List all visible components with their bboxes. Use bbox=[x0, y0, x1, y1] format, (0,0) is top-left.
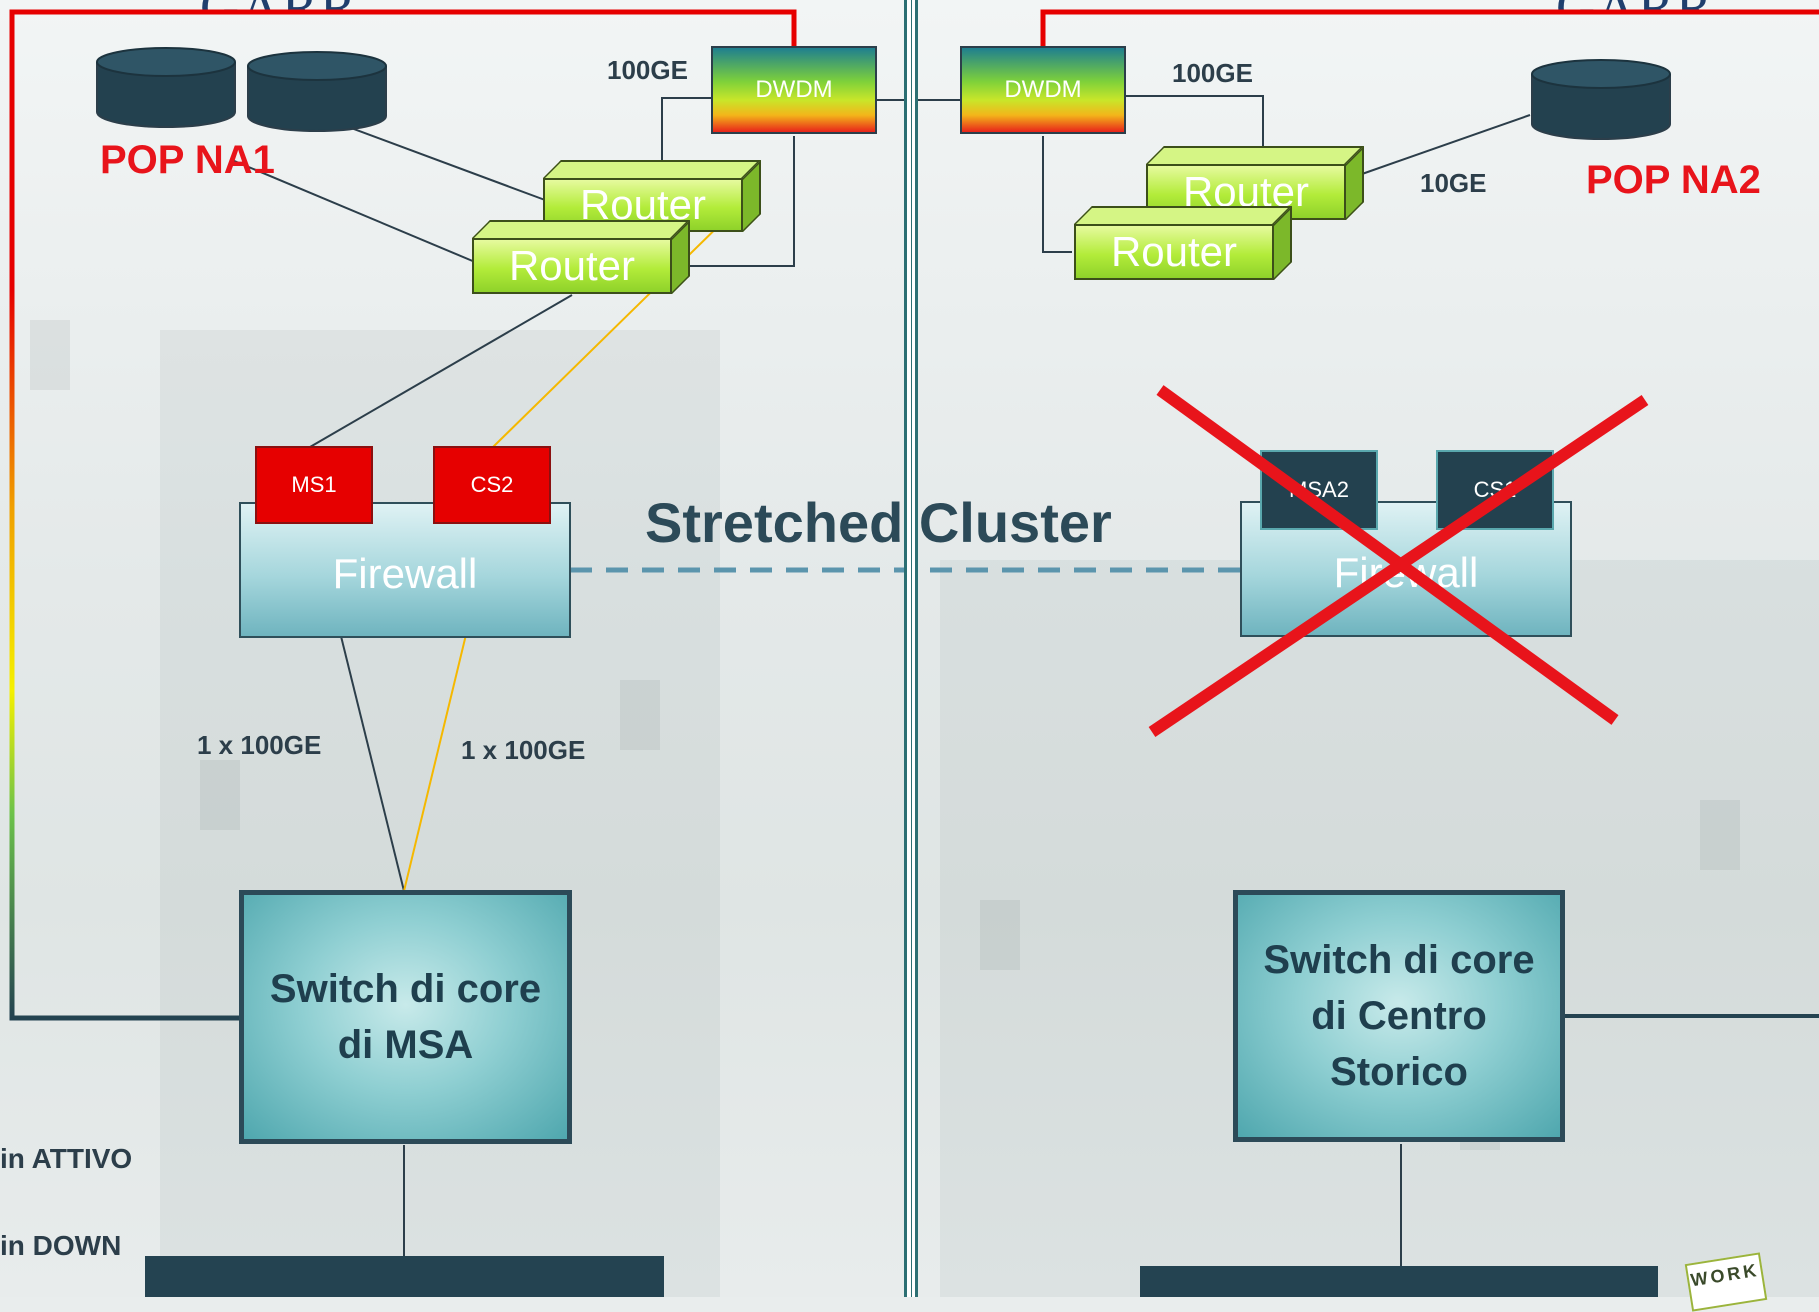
left-switch-line1: Switch di core bbox=[269, 967, 542, 1011]
background-window bbox=[980, 900, 1020, 970]
right-switch-line3: Storico bbox=[1330, 1050, 1468, 1094]
left-dwdm-speed-label: 100GE bbox=[607, 55, 688, 85]
left-core-switch: Switch di core di MSA bbox=[239, 890, 572, 1144]
left-dwdm-router-link bbox=[690, 136, 795, 267]
workshop-badge: WORK bbox=[1684, 1252, 1768, 1312]
legend-down-label: in DOWN bbox=[0, 1230, 122, 1261]
site-divider bbox=[904, 0, 918, 1297]
left-router-top-face bbox=[543, 160, 761, 178]
right-node-cs1: CS1 bbox=[1436, 450, 1554, 530]
left-uplink-red bbox=[9, 9, 797, 290]
left-node-cs2: CS2 bbox=[433, 446, 551, 524]
right-router-bottom-top-face bbox=[1074, 206, 1292, 224]
left-bottom-bar bbox=[145, 1256, 664, 1297]
pop-na1-cylinder-icon bbox=[96, 47, 236, 128]
stretched-cluster-label: Stretched Cluster bbox=[645, 491, 1112, 554]
left-link-black-label: 1 x 100GE bbox=[197, 730, 322, 760]
background-window bbox=[620, 680, 660, 750]
background-window bbox=[30, 320, 70, 390]
router-ms1-link bbox=[309, 294, 573, 448]
router-cs2-link bbox=[492, 204, 741, 448]
left-uplink-gradient bbox=[9, 290, 240, 1021]
pop-na1-router-link bbox=[334, 121, 546, 201]
right-core-switch: Switch di core di Centro Storico bbox=[1233, 890, 1565, 1142]
pop-na1-label: POP NA1 bbox=[100, 138, 275, 182]
right-uplink-red bbox=[1040, 9, 1819, 48]
pop-na1-cylinder-icon bbox=[247, 51, 387, 132]
legend-active-label: in ATTIVO bbox=[0, 1143, 133, 1174]
pop-na2-router-link bbox=[1361, 114, 1531, 175]
right-bottom-bar bbox=[1140, 1266, 1658, 1297]
left-router-bottom-top-face bbox=[472, 220, 690, 238]
left-node-ms1: MS1 bbox=[255, 446, 373, 524]
left-firewall: Firewall bbox=[239, 502, 571, 638]
right-dwdm-router-link bbox=[1124, 95, 1264, 148]
right-dwdm-node: DWDM bbox=[960, 46, 1126, 134]
pop-na1-router-link bbox=[231, 159, 476, 263]
right-switch-line2: di Centro bbox=[1311, 994, 1487, 1038]
left-router-bottom: Router bbox=[472, 238, 672, 294]
left-switch-line2: di MSA bbox=[337, 1023, 474, 1067]
left-link-yellow-label: 1 x 100GE bbox=[461, 735, 586, 765]
background-window bbox=[1700, 800, 1740, 870]
failure-cross-icon bbox=[1148, 385, 1649, 737]
background-window bbox=[200, 760, 240, 830]
right-node-msa2: MSA2 bbox=[1260, 450, 1378, 530]
pop-na2-cylinder-icon bbox=[1531, 59, 1671, 140]
pop-na2-speed-label: 10GE bbox=[1420, 168, 1487, 198]
right-dwdm-router-link bbox=[1042, 136, 1072, 253]
right-router-bottom: Router bbox=[1074, 224, 1274, 280]
pop-na2-label: POP NA2 bbox=[1586, 158, 1761, 202]
right-switch-line1: Switch di core bbox=[1263, 938, 1535, 982]
right-router-top-face bbox=[1146, 146, 1364, 164]
right-dwdm-speed-label: 100GE bbox=[1172, 58, 1253, 88]
left-dwdm-node: DWDM bbox=[711, 46, 877, 134]
left-dwdm-router-link bbox=[661, 97, 711, 160]
